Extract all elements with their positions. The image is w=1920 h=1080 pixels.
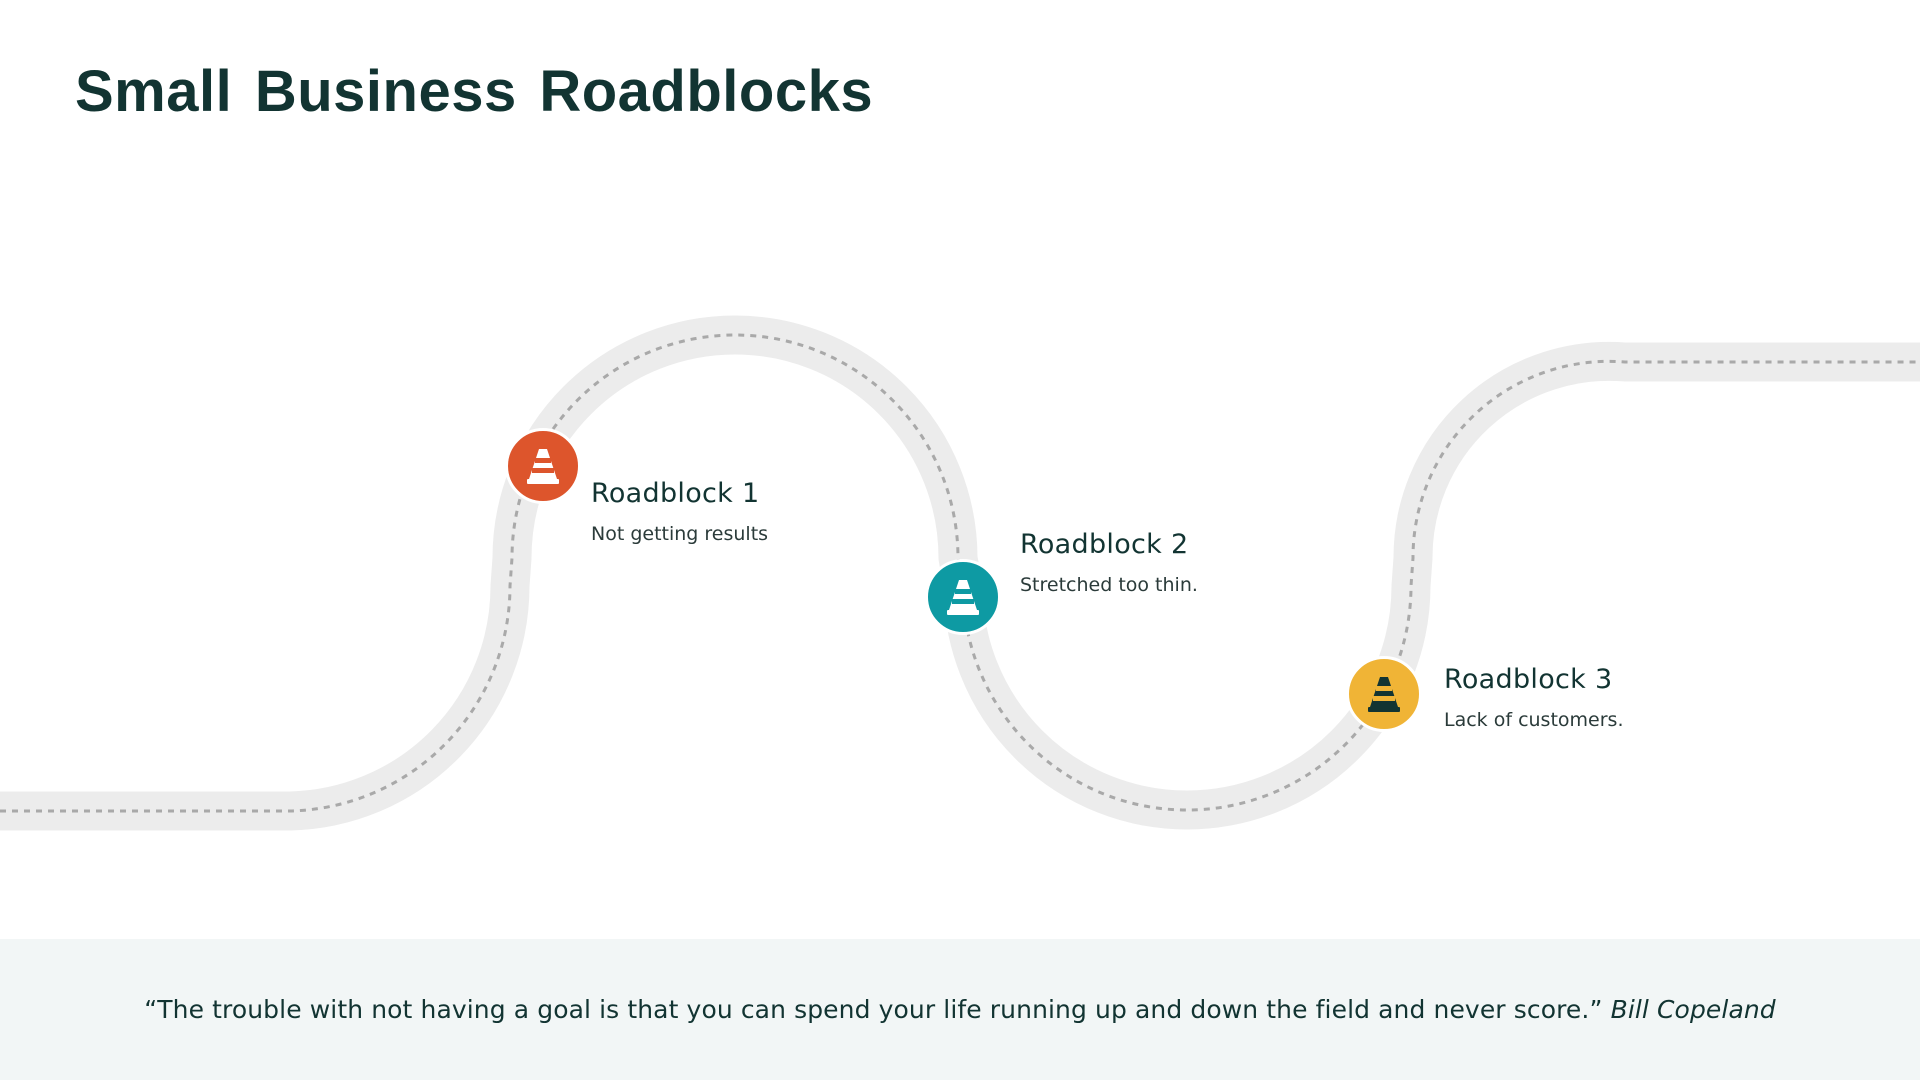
roadblock-3-title: Roadblock 3 (1444, 664, 1613, 695)
quote-author: Bill Copeland (1610, 995, 1776, 1024)
roadblock-2-description: Stretched too thin. (1020, 574, 1198, 596)
roadblock-1-title: Roadblock 1 (591, 478, 760, 509)
roadblock-1-label: Roadblock 1 Not getting results (591, 478, 768, 545)
quote-text: “The trouble with not having a goal is t… (144, 995, 1603, 1024)
roadblock-3-description: Lack of customers. (1444, 709, 1624, 731)
roadblock-1-description: Not getting results (591, 523, 769, 545)
quote: “The trouble with not having a goal is t… (144, 995, 1776, 1024)
roadblock-2-title: Roadblock 2 (1020, 529, 1189, 560)
traffic-cone-icon (1368, 677, 1400, 712)
page-title: Small Business Roadblocks (75, 59, 874, 124)
roadblock-2-marker (925, 559, 1001, 635)
quote-banner: “The trouble with not having a goal is t… (0, 939, 1920, 1080)
traffic-cone-icon (947, 580, 979, 615)
traffic-cone-icon (527, 449, 559, 484)
roadblock-3-label: Roadblock 3 Lack of customers. (1444, 664, 1623, 731)
roadblock-3-marker (1346, 656, 1422, 732)
roadblock-1-marker (505, 428, 581, 504)
roadblock-2-label: Roadblock 2 Stretched too thin. (1020, 529, 1198, 596)
